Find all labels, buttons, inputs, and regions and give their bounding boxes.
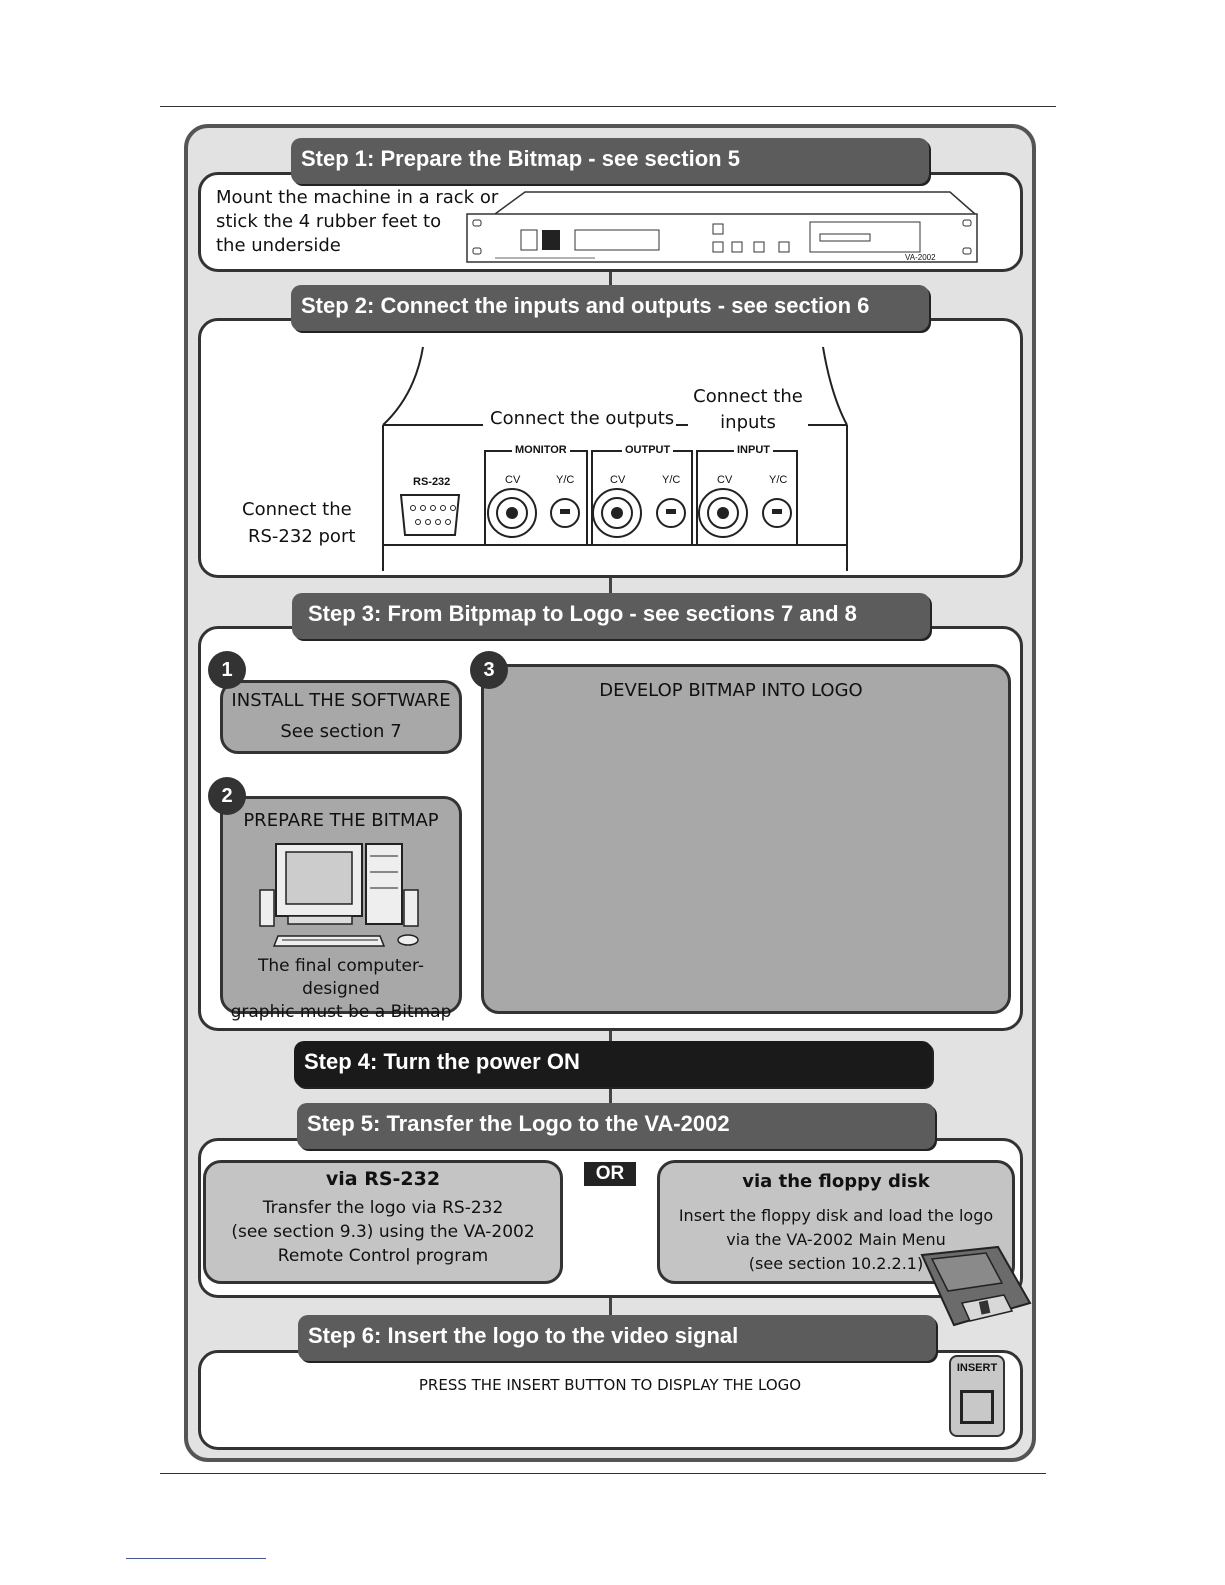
device-model-label: VA-2002: [905, 253, 936, 262]
step1-line-1: Mount the machine in a rack or: [216, 187, 499, 208]
step6-instruction: PRESS THE INSERT BUTTON TO DISPLAY THE L…: [418, 1376, 802, 1394]
step1-line-3: the underside: [216, 235, 341, 256]
input-cv-label: CV: [717, 474, 733, 486]
header-rule: [160, 106, 1056, 107]
rs232-port-label: RS-232: [413, 476, 451, 488]
insert-button-label: INSERT: [956, 1362, 998, 1374]
step3-title: Step 3: From Bitpmap to Logo - see secti…: [292, 593, 930, 639]
monitor-cv-label: CV: [505, 474, 521, 486]
output-yc-label: Y/C: [662, 474, 681, 486]
computer-icon: [259, 843, 419, 947]
step6-box: [198, 1350, 1023, 1450]
install-software-text: See section 7: [280, 721, 402, 742]
monitor-yc-label: Y/C: [556, 474, 575, 486]
footer-rule: [160, 1473, 1046, 1474]
step4-title: Step 4: Turn the power ON: [294, 1041, 932, 1087]
connect-inputs-label: Connect the inputs: [688, 384, 808, 436]
floppy-disk-icon: [920, 1245, 1032, 1327]
step5-title: Step 5: Transfer the Logo to the VA-2002: [297, 1103, 935, 1149]
input-group-label: INPUT: [734, 444, 773, 456]
rear-panel: [382, 346, 848, 571]
connect-rs232-line-2: RS-232 port: [248, 526, 356, 547]
connect-outputs-label: Connect the outputs: [488, 408, 677, 429]
install-software-panel: [220, 680, 462, 754]
monitor-group-label: MONITOR: [512, 444, 570, 456]
output-cv-label: CV: [610, 474, 626, 486]
via-floppy-line-2: via the VA-2002 Main Menu: [726, 1230, 946, 1249]
step1-line-2: stick the 4 rubber feet to: [216, 211, 442, 232]
footer-link-underline: [126, 1558, 266, 1559]
device-front-panel: [466, 191, 978, 263]
install-software-title: INSTALL THE SOFTWARE: [231, 690, 451, 711]
connector-1-2: [609, 270, 612, 290]
or-badge: OR: [584, 1162, 636, 1186]
connect-inputs-line-2: inputs: [720, 412, 776, 433]
connect-inputs-line-1: Connect the: [693, 386, 803, 407]
via-rs232-title: via RS-232: [325, 1168, 441, 1190]
step3-number-1: 1: [208, 651, 246, 689]
via-rs232-line-2: (see section 9.3) using the VA-2002: [231, 1222, 535, 1242]
connector-5-6: [609, 1296, 612, 1318]
input-yc-label: Y/C: [769, 474, 788, 486]
via-rs232-panel: [203, 1160, 563, 1284]
insert-button[interactable]: [960, 1390, 994, 1424]
prepare-bitmap-title: PREPARE THE BITMAP: [243, 810, 439, 831]
connector-3-4: [609, 1030, 612, 1044]
via-rs232-line-3: Remote Control program: [277, 1246, 489, 1266]
step6-title: Step 6: Insert the logo to the video sig…: [298, 1315, 936, 1361]
step2-title: Step 2: Connect the inputs and outputs -…: [291, 285, 929, 331]
via-rs232-text: Transfer the logo via RS-232 (see sectio…: [203, 1196, 563, 1268]
prepare-bitmap-caption-line-1: The final computer-designed: [257, 956, 425, 999]
connect-rs232-label: Connect the RS-232 port: [242, 496, 355, 550]
output-group-label: OUTPUT: [622, 444, 674, 456]
connect-rs232-line-1: Connect the: [242, 499, 352, 520]
connector-4-5: [609, 1087, 612, 1105]
prepare-bitmap-caption: The final computer-designed graphic must…: [220, 955, 462, 1024]
step1-title: Step 1: Prepare the Bitmap - see section…: [291, 138, 929, 184]
develop-logo-title: DEVELOP BITMAP INTO LOGO: [599, 680, 863, 701]
via-floppy-line-1: Insert the floppy disk and load the logo: [678, 1206, 994, 1225]
via-floppy-line-3: (see section 10.2.2.1): [748, 1254, 924, 1273]
connector-2-3: [609, 576, 612, 598]
prepare-bitmap-caption-line-2: graphic must be a Bitmap: [230, 1002, 452, 1022]
step1-instruction: Mount the machine in a rack or stick the…: [216, 186, 498, 258]
via-floppy-text: Insert the floppy disk and load the logo…: [657, 1204, 1015, 1276]
step3-number-3: 3: [470, 651, 508, 689]
via-floppy-title: via the floppy disk: [742, 1171, 930, 1192]
develop-logo-panel: [481, 664, 1011, 1014]
via-rs232-line-1: Transfer the logo via RS-232: [262, 1198, 504, 1218]
step3-number-2: 2: [208, 777, 246, 815]
